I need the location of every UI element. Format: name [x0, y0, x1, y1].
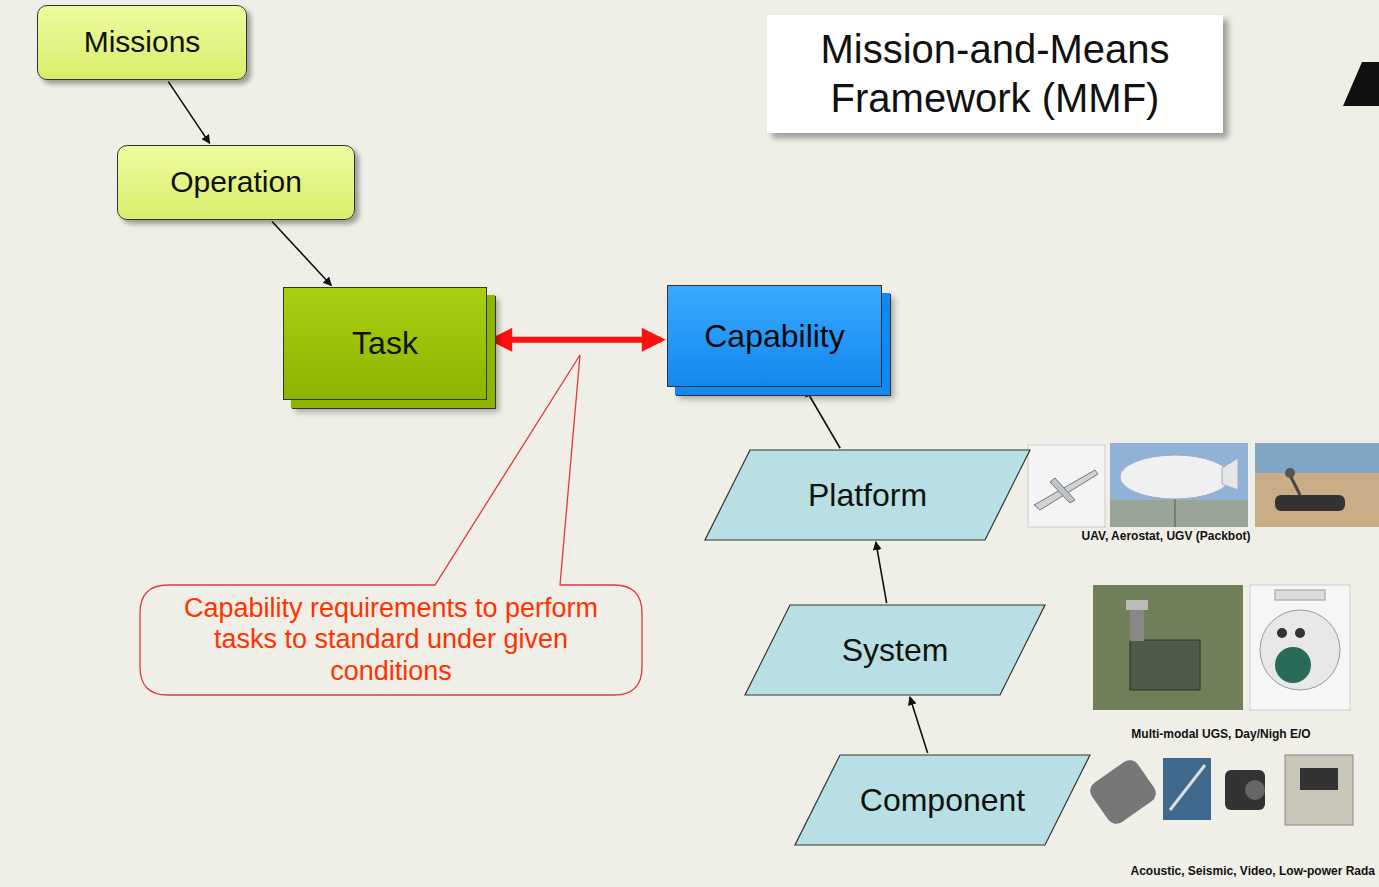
arrow — [168, 82, 209, 144]
system-parallelogram: System — [745, 605, 1045, 695]
uav-photo — [1028, 445, 1105, 527]
photo-caption: UAV, Aerostat, UGV (Packbot) — [1082, 529, 1251, 543]
parallelogram-shape — [705, 450, 1030, 540]
mission-box: Missions — [37, 5, 247, 80]
ugv-photo — [1255, 443, 1379, 527]
component-photos — [1086, 755, 1353, 828]
title: Mission-and-Means Framework (MMF) — [787, 25, 1203, 123]
node-label: Task — [352, 325, 418, 362]
arrow — [910, 697, 928, 753]
callout: Capability requirements to perform tasks… — [140, 585, 642, 695]
node-label: Platform — [808, 477, 927, 514]
parallelogram-shape — [795, 755, 1090, 845]
node-label: Operation — [170, 165, 302, 200]
photo-caption: Multi-modal UGS, Day/Nigh E/O — [1131, 727, 1310, 741]
task-box: Task — [283, 287, 487, 400]
node-label: Component — [860, 782, 1025, 819]
platform-parallelogram: Platform — [705, 450, 1030, 540]
ugs-photo — [1093, 585, 1243, 710]
node-label: Capability — [704, 318, 845, 355]
eo-turret-photo — [1250, 585, 1350, 710]
callout-shape — [140, 355, 642, 695]
double-arrow — [493, 337, 661, 343]
parallelogram-shape — [745, 605, 1045, 695]
arrow — [805, 389, 840, 449]
node-label: System — [842, 632, 949, 669]
node-label: Capability requirements to perform tasks… — [171, 593, 611, 686]
arrow — [876, 542, 887, 603]
node-label: Missions — [84, 25, 201, 60]
title-box: Mission-and-Means Framework (MMF) — [767, 15, 1223, 133]
component-parallelogram: Component — [795, 755, 1090, 845]
aerostat-photo — [1110, 443, 1248, 527]
photo-caption: Acoustic, Seismic, Video, Low-power Rada — [1130, 864, 1375, 878]
arrow — [272, 221, 331, 285]
operation-box: Operation — [117, 145, 355, 220]
corner-triangle — [1343, 62, 1379, 106]
capability-box: Capability — [667, 285, 882, 387]
